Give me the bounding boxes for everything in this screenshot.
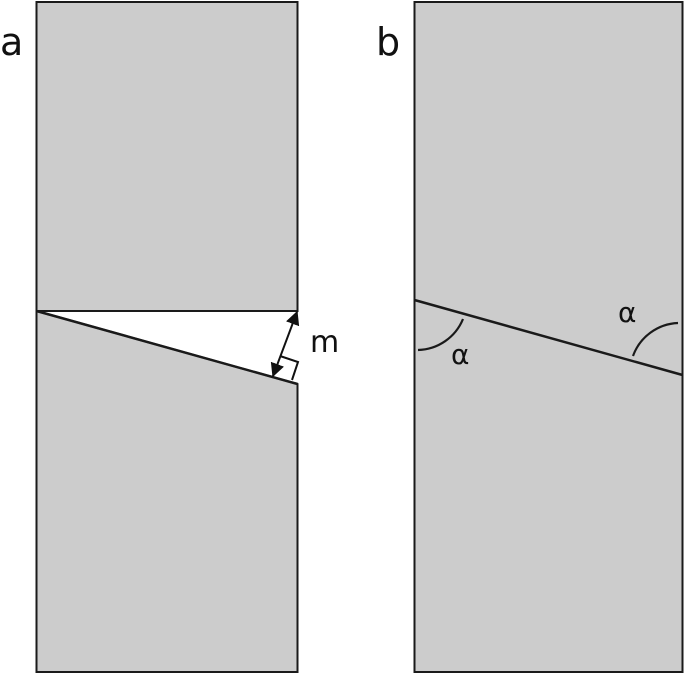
dimension-label-m: m (310, 325, 339, 360)
lower-block (35, 309, 299, 673)
right-angle-marker (279, 355, 300, 381)
upper-block (35, 1, 299, 312)
dimension-arrow-m (270, 310, 300, 378)
fracture-line (36, 309, 298, 386)
inclined-plane-line (414, 298, 683, 377)
panel-a-label: a (0, 20, 23, 64)
panel-b: b α α (376, 1, 684, 673)
angle-label-right: α (618, 296, 636, 329)
panel-a: a m (0, 1, 339, 673)
angle-arc-left (417, 318, 465, 352)
angle-arc-right (631, 321, 679, 357)
panel-b-label: b (376, 20, 400, 64)
angle-label-left: α (451, 338, 469, 371)
